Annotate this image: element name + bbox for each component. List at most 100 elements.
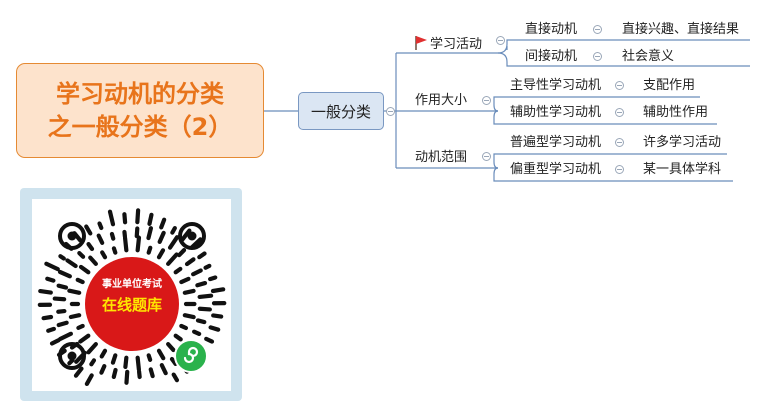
qr-ray xyxy=(84,224,93,236)
qr-ray xyxy=(58,254,66,261)
qr-ray xyxy=(99,348,108,359)
qr-ray xyxy=(73,366,84,378)
qr-ray xyxy=(97,221,104,231)
topic-general-classification[interactable]: 一般分类 xyxy=(298,92,384,130)
qr-ray xyxy=(76,323,85,330)
collapse-toggle-icon[interactable] xyxy=(496,36,505,45)
qr-ray xyxy=(110,353,118,365)
qr-caption-line1: 事业单位考试 xyxy=(102,279,162,290)
qr-ray xyxy=(107,209,116,227)
qr-ray xyxy=(46,326,56,333)
qr-ray xyxy=(56,308,67,314)
leaf-dominating-role[interactable]: 支配作用 xyxy=(643,78,696,93)
collapse-toggle-icon[interactable] xyxy=(386,107,395,116)
qr-ray xyxy=(68,313,82,320)
qr-ray xyxy=(78,264,91,275)
subtopic-specific-motive[interactable]: 偏重型学习动机 xyxy=(510,162,602,177)
qr-ray xyxy=(111,246,118,255)
qr-ray xyxy=(173,266,183,275)
qr-ray xyxy=(49,338,61,346)
collapse-toggle-icon[interactable] xyxy=(615,138,624,147)
flag-icon xyxy=(415,36,427,50)
collapse-toggle-icon[interactable] xyxy=(482,152,491,161)
collapse-toggle-icon[interactable] xyxy=(615,165,624,174)
qr-ray xyxy=(197,251,207,260)
subtopic-dominant-motive[interactable]: 主导性学习动机 xyxy=(510,78,602,93)
qr-ray xyxy=(211,313,224,319)
collapse-toggle-icon[interactable] xyxy=(593,25,602,34)
qr-ray xyxy=(124,369,130,385)
subtopic-general-motive[interactable]: 普遍型学习动机 xyxy=(510,135,602,150)
root-topic[interactable]: 学习动机的分类 之一般分类（2） xyxy=(16,63,264,158)
collapse-toggle-icon[interactable] xyxy=(615,108,624,117)
qr-ray xyxy=(197,306,212,312)
qr-ray xyxy=(156,348,166,361)
qr-ray xyxy=(191,268,203,277)
qr-eye-dot xyxy=(67,351,77,361)
qr-ray xyxy=(197,293,214,300)
qr-ray xyxy=(88,255,98,266)
group-effect-size[interactable]: 作用大小 xyxy=(415,93,468,108)
qr-ray xyxy=(135,355,141,372)
collapse-toggle-icon[interactable] xyxy=(593,52,602,61)
qr-eye xyxy=(178,222,206,250)
collapse-toggle-icon[interactable] xyxy=(482,96,491,105)
qr-ray xyxy=(170,226,177,235)
qr-ray xyxy=(171,372,180,383)
qr-ray xyxy=(157,230,166,244)
group-motive-scope[interactable]: 动机范围 xyxy=(415,150,468,165)
qr-ray xyxy=(123,355,129,370)
qr-ray xyxy=(182,288,196,295)
subtopic-indirect-motive[interactable]: 间接动机 xyxy=(525,49,578,64)
qr-ray xyxy=(147,212,154,226)
qr-ray xyxy=(167,235,180,250)
qr-ray xyxy=(146,245,153,255)
qr-ray xyxy=(210,287,226,294)
group-learning-activity[interactable]: 学习活动 xyxy=(430,37,483,52)
leaf-specific-subject[interactable]: 某一具体学科 xyxy=(643,162,722,177)
qr-ray xyxy=(44,261,60,272)
qr-ray xyxy=(56,283,69,290)
qr-ray xyxy=(86,242,95,252)
leaf-direct-interest[interactable]: 直接兴趣、直接结果 xyxy=(622,22,740,37)
leaf-auxiliary-role[interactable]: 辅助性作用 xyxy=(643,105,709,120)
qr-ray xyxy=(67,358,75,366)
qr-ray xyxy=(89,358,97,367)
qr-ray xyxy=(135,208,141,225)
qr-ray xyxy=(135,235,142,253)
qr-ray xyxy=(159,217,167,230)
qr-ray xyxy=(45,276,56,283)
qr-ray xyxy=(99,364,107,375)
qr-ray xyxy=(41,314,54,321)
qr-ray xyxy=(65,258,78,269)
qr-ray xyxy=(208,325,221,332)
subtopic-auxiliary-motive[interactable]: 辅助性学习动机 xyxy=(510,105,602,120)
subtopic-direct-motive[interactable]: 直接动机 xyxy=(525,22,578,37)
qr-ray xyxy=(173,333,183,342)
qr-ray xyxy=(96,233,105,245)
qr-ray xyxy=(156,248,166,260)
qr-ray xyxy=(204,336,215,344)
qr-ray xyxy=(100,250,108,260)
qr-ray xyxy=(146,226,154,241)
topic-label: 一般分类 xyxy=(310,102,371,121)
leaf-many-activities[interactable]: 许多学习活动 xyxy=(643,135,722,150)
root-title-line2: 之一般分类（2） xyxy=(47,112,233,141)
mini-program-icon xyxy=(174,339,208,373)
qr-ray xyxy=(38,288,53,295)
qr-ray xyxy=(177,248,187,258)
qr-ray xyxy=(179,276,191,285)
collapse-toggle-icon[interactable] xyxy=(615,81,624,90)
qr-ray xyxy=(86,342,98,355)
qr-ray xyxy=(52,296,67,302)
leaf-social-meaning[interactable]: 社会意义 xyxy=(622,49,675,64)
qr-ray xyxy=(111,367,118,380)
qr-ray xyxy=(134,226,140,239)
qr-ray xyxy=(179,323,189,331)
qr-eye-dot xyxy=(187,231,197,241)
qr-ray xyxy=(195,280,208,288)
qr-ray xyxy=(159,363,168,376)
qr-ray xyxy=(180,228,192,242)
